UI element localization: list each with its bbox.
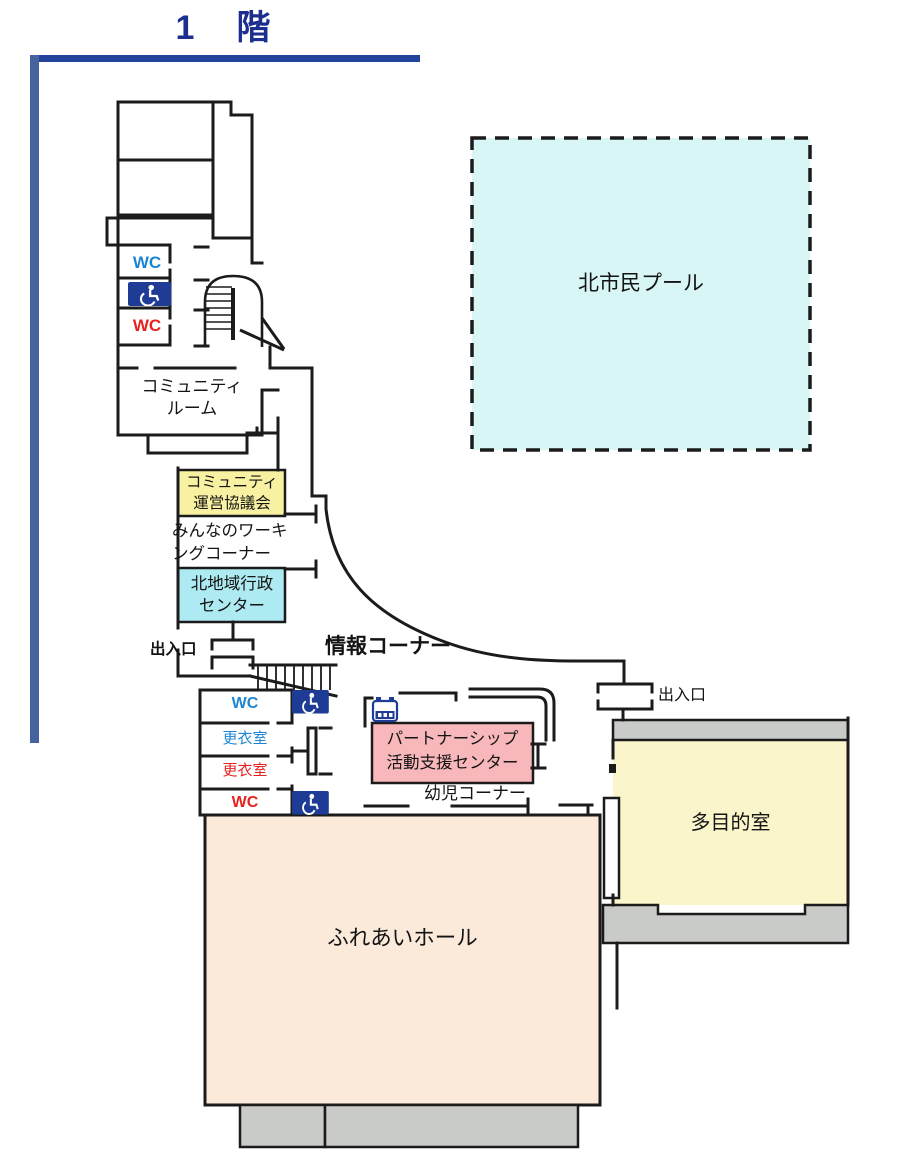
staircase-icon bbox=[203, 274, 286, 352]
label-community-room: コミュニティ ルーム bbox=[141, 377, 243, 419]
label-locker-blue: 更衣室 bbox=[222, 730, 268, 747]
walls-multipurpose bbox=[611, 716, 850, 1010]
label-exit-left: 出入口 bbox=[150, 641, 197, 658]
wheelchair-icon-lower-bottom bbox=[290, 789, 330, 816]
label-wc-upper-blue: WC bbox=[132, 253, 162, 272]
wheelchair-icon-lower-top bbox=[290, 688, 330, 715]
label-wc-lower-red: WC bbox=[231, 794, 259, 811]
walls-mid-corridor bbox=[176, 466, 338, 698]
label-multipurpose: 多目的室 bbox=[690, 812, 771, 834]
multipurpose-top-wall bbox=[611, 718, 850, 742]
vending-machine-icon bbox=[371, 697, 399, 723]
title-underline bbox=[30, 55, 420, 62]
left-frame-line bbox=[30, 55, 39, 743]
entrance-steps bbox=[257, 666, 331, 690]
multipurpose-bottom-wall bbox=[601, 903, 850, 945]
hall-stage-left bbox=[238, 1103, 327, 1149]
label-working-corner: みんなのワーキ ングコーナー bbox=[172, 522, 288, 564]
label-wc-upper-red: WC bbox=[132, 316, 162, 335]
room-partnership bbox=[370, 721, 535, 785]
page-title: 1 階 bbox=[175, 9, 275, 47]
room-multipurpose bbox=[613, 740, 848, 905]
label-kids-corner: 幼児コーナー bbox=[424, 784, 526, 803]
door-stop-block bbox=[609, 764, 616, 773]
label-council: コミュニティ 運営協議会 bbox=[185, 474, 279, 512]
walls-lower-left-rooms bbox=[198, 688, 602, 817]
label-admin-center: 北地域行政 センター bbox=[190, 575, 274, 616]
entrance-right-door bbox=[596, 682, 654, 722]
label-pool: 北市民プール bbox=[578, 272, 704, 295]
hall-stage-right bbox=[323, 1103, 580, 1149]
room-pool bbox=[470, 136, 812, 452]
wheelchair-icon-upper bbox=[126, 280, 173, 308]
walls-partnership-area bbox=[363, 687, 594, 817]
room-council bbox=[176, 468, 287, 518]
label-locker-red: 更衣室 bbox=[222, 762, 268, 779]
label-wc-lower-blue: WC bbox=[231, 695, 259, 712]
room-hall bbox=[203, 813, 602, 1107]
wall-curved-corridor bbox=[310, 366, 626, 684]
label-hall: ふれあいホール bbox=[327, 926, 478, 950]
label-exit-right: 出入口 bbox=[658, 687, 707, 704]
walls-upper-wing bbox=[105, 100, 314, 472]
label-info-corner: 情報コーナー bbox=[325, 635, 451, 658]
label-partnership: パートナーシップ 活動支援センター bbox=[386, 730, 519, 772]
